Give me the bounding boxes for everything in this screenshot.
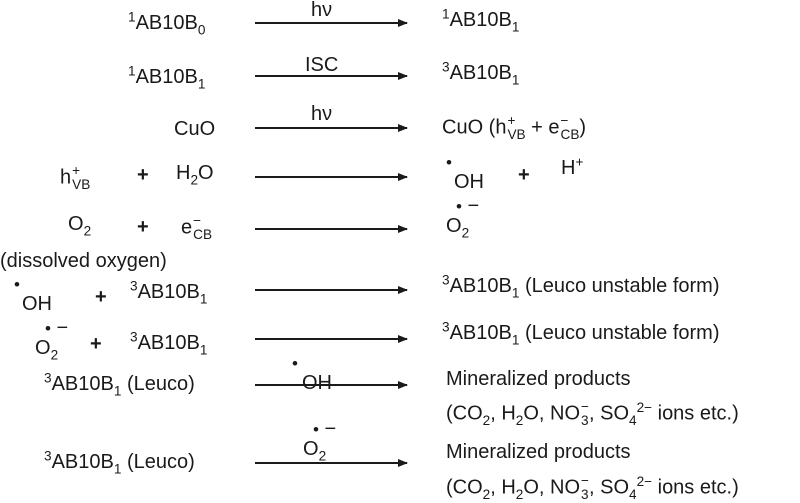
product-superoxide-radical: • −O2 [446,195,480,241]
product-1ab10b1: 1AB10B1 [442,6,520,35]
reactant-leuco: 3AB10B1 (Leuco) [44,370,195,399]
product-proton: H+ [561,154,584,179]
arrow-label-isc: ISC [305,54,339,76]
arrow-label-hydroxyl: •OH [292,354,332,394]
plus-sign: + [90,333,102,355]
product-mineralized: Mineralized products [446,441,631,463]
arrow-label-superoxide: • −O2 [303,418,337,464]
reactant-1ab10b1: 1AB10B1 [128,63,206,92]
plus-sign: + [137,216,149,238]
product-3ab10b1-triplet: 3AB10B1 [442,59,520,88]
product-leuco-unstable: 3AB10B1 (Leuco unstable form) [442,319,720,348]
plus-sign: + [95,286,107,308]
reactant-3ab10b1: 3AB10B1 [130,329,208,358]
product-mineralized: Mineralized products [446,368,631,390]
reactant-3ab10b1: 3AB10B1 [130,278,208,307]
plus-sign: + [137,164,149,186]
product-mineralized-ions: (CO2, H2O, NO−3, SO42− ions etc.) [446,399,739,429]
reactant-1ab10b0: 1AB10B0 [128,9,206,38]
product-mineralized-ions: (CO2, H2O, NO−3, SO42− ions etc.) [446,473,739,503]
product-cuo-charge-carriers: CuO (h+VB + e−CB) [442,113,587,143]
reactant-hole-vb: h+VB [60,163,91,193]
arrow-label-hv: hν [311,103,333,125]
reactant-electron-cb: e−CB [181,213,213,243]
reactant-cuo: CuO [174,118,216,140]
reactant-superoxide-radical: • −O2 [35,317,69,363]
reactant-oxygen: O2 [68,213,92,239]
dissolved-oxygen-note: (dissolved oxygen) [0,250,167,272]
arrow-label-hv: hν [311,0,333,21]
reactant-hydroxyl-radical: •OH [14,275,52,315]
product-leuco-unstable: 3AB10B1 (Leuco unstable form) [442,272,720,301]
plus-sign: + [518,164,530,186]
reactant-leuco: 3AB10B1 (Leuco) [44,448,195,477]
reactant-water: H2O [176,162,214,188]
product-hydroxyl-radical: •OH [446,153,484,193]
